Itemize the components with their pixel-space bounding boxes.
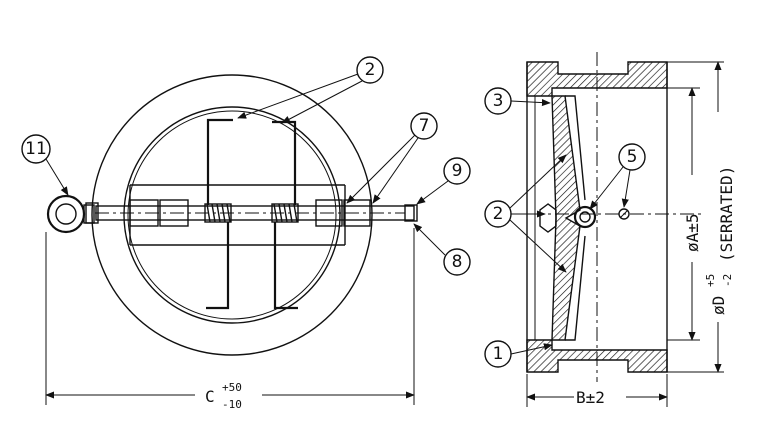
dimension-b: B±2 [526,374,668,407]
callout-9: 9 [452,161,463,181]
dimension-c-label: C [205,387,215,406]
torsion-spring-left [204,203,232,223]
dimension-d-upper-tolerance: +5 [704,274,717,287]
torsion-spring-right [271,203,299,223]
hinge-pin-section [573,205,597,229]
eye-bolt [46,194,95,234]
callout-1: 1 [493,344,504,364]
dimension-serrated: (SERRATED) [717,166,736,262]
front-callouts: 2 7 9 8 11 [21,56,471,276]
dimension-a-label: øA±5 [683,213,702,252]
callout-3: 3 [493,91,504,111]
nut-right-inner [315,199,343,227]
dimension-b-label: B±2 [576,388,605,407]
dimension-c-lower-tolerance: -10 [222,398,242,411]
spring-legs [206,118,298,310]
dimension-serrated-label: (SERRATED) [717,166,736,262]
callout-11: 11 [25,139,47,159]
bore-circle [127,110,337,320]
valve-body-outer-circle [91,74,373,356]
callout-8: 8 [452,252,463,272]
callout-5: 5 [627,147,638,167]
dimension-d-label: øD [709,296,728,315]
dimension-d: øD +5 -2 [667,61,734,373]
hinge-pin-assembly [85,184,418,246]
valve-body-inner-circle [123,106,341,324]
dimension-c-upper-tolerance: +50 [222,381,242,394]
dimension-c: C +50 -10 [45,228,415,411]
side-section-view [526,52,705,382]
callout-7: 7 [419,116,430,136]
front-view [46,74,418,356]
dimension-a: øA±5 [667,87,702,341]
callout-2: 2 [493,204,504,224]
side-callouts: 3 2 5 1 [484,87,646,368]
callout-6: 2 [365,60,376,80]
nut-right-outer [343,199,371,227]
dimension-d-lower-tolerance: -2 [721,274,734,287]
nut-left-outer [129,199,159,227]
nut-left-inner [159,199,189,227]
